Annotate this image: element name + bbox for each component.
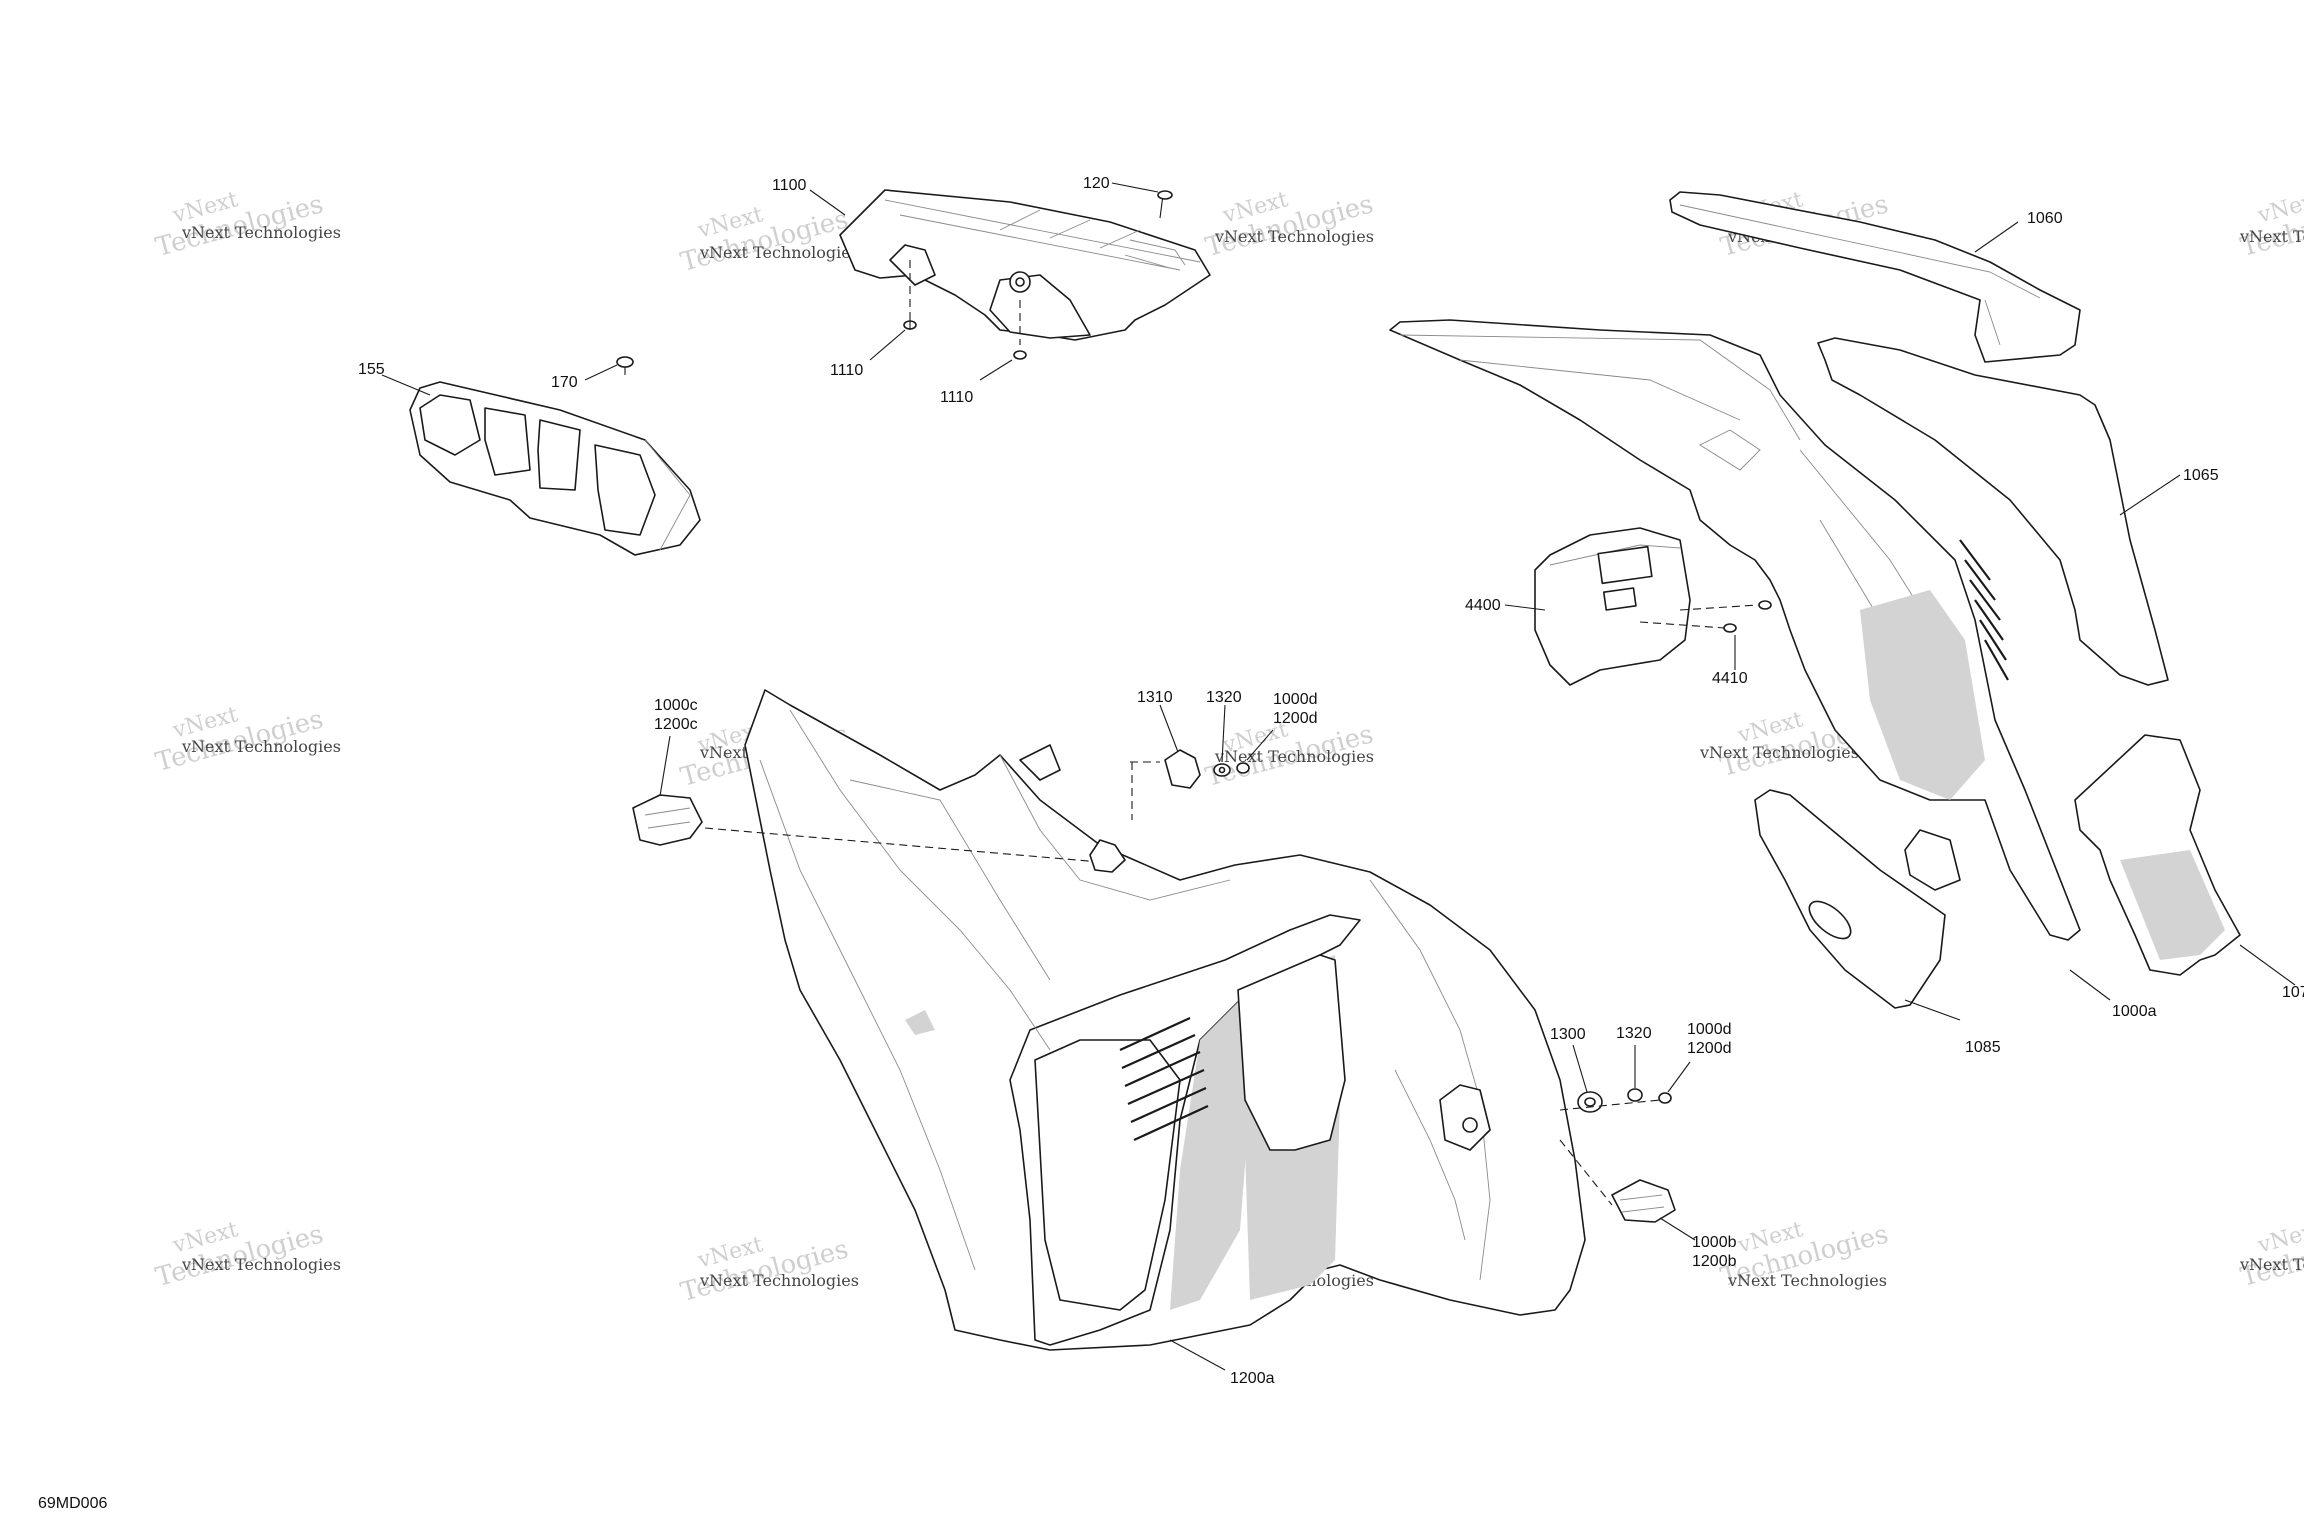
screw-4410-a <box>1723 623 1737 633</box>
callout-labels: 1100 120 1110 1110 155 170 1060 1065 440… <box>358 175 2304 1387</box>
watermark-text: vNext Technologies <box>1699 743 1859 762</box>
watermark: vNext Technologies <box>1202 187 1376 263</box>
callout-1000c: 1000c <box>654 697 698 714</box>
callout-1200b: 1200b <box>1692 1253 1737 1270</box>
watermark-text: vNext Technologies <box>181 737 341 756</box>
screw-4410-b <box>1758 600 1772 610</box>
part-1000d-screw-a <box>1236 762 1250 774</box>
callout-155: 155 <box>358 361 385 378</box>
callout-1310: 1310 <box>1137 689 1173 706</box>
callout-1065: 1065 <box>2183 467 2219 484</box>
watermark-text: vNext Technologies <box>2239 227 2304 246</box>
callout-1320: 1320 <box>1616 1025 1652 1042</box>
callout-1000b: 1000b <box>1692 1234 1737 1251</box>
screw-120 <box>1157 190 1173 219</box>
watermark: vNext Technologies <box>677 202 851 278</box>
svg-text:Technologies: Technologies <box>677 204 851 278</box>
screw-1110-a <box>903 260 917 330</box>
callout-107: 107 <box>2282 984 2304 1001</box>
callout-1000d: 1000d <box>1687 1021 1732 1038</box>
part-107-pad <box>2074 734 2241 976</box>
watermark: vNext Technologies <box>152 702 326 778</box>
part-1310-clip <box>1164 749 1201 789</box>
watermark-text: vNext Technologies <box>181 223 341 242</box>
callout-1000a: 1000a <box>2112 1003 2157 1020</box>
callout-1100: 1100 <box>772 177 807 194</box>
part-1065-side-panel <box>1817 337 2169 686</box>
part-1100-console-housing <box>839 189 1211 341</box>
part-1200a-main-body-panel <box>744 689 1586 1351</box>
callout-1200d: 1200d <box>1273 710 1318 727</box>
part-1300-grommet <box>1577 1091 1603 1113</box>
watermark: vNext Technologies <box>152 1217 326 1293</box>
callout-1200d: 1200d <box>1687 1040 1732 1057</box>
leader-lines <box>381 182 2296 1371</box>
vent-slats <box>1119 1016 1209 1141</box>
watermark-text: vNext Technologies <box>699 243 859 262</box>
watermark-text: vNext Technologies <box>181 1255 341 1274</box>
watermark-text: vNext Technologies <box>2239 1255 2304 1274</box>
part-1000d-screw-b <box>1658 1092 1672 1104</box>
watermark-text: vNext Technologies <box>1214 227 1374 246</box>
watermark-text: vNext Technologies <box>1727 1271 1887 1290</box>
callout-1110: 1110 <box>830 362 863 379</box>
callout-1000d: 1000d <box>1273 691 1318 708</box>
part-1000c-bracket <box>632 794 703 846</box>
callout-1300: 1300 <box>1550 1026 1586 1043</box>
watermark: vNext Technologies <box>677 1232 851 1308</box>
part-1085-pad <box>1754 789 1946 1009</box>
diagram-id: 69MD006 <box>38 1495 107 1512</box>
part-1000a-right-body-panel <box>1389 319 2081 941</box>
part-1060-top-trim <box>1669 191 2081 363</box>
part-155-vent-grille <box>409 381 701 556</box>
callout-1060: 1060 <box>2027 210 2063 227</box>
callout-1200c: 1200c <box>654 716 698 733</box>
watermark-text: vNext Technologies <box>1214 747 1374 766</box>
assembly-line <box>704 827 1101 863</box>
assembly-line <box>1559 1099 1661 1111</box>
callout-170: 170 <box>551 374 578 391</box>
assembly-line <box>1559 1139 1613 1206</box>
watermark-text: vNext Technologies <box>699 1271 859 1290</box>
callout-4410: 4410 <box>1712 670 1748 687</box>
part-4400-display-module <box>1534 527 1759 686</box>
watermark: vNext Technologies <box>2237 187 2304 263</box>
callout-4400: 4400 <box>1465 597 1501 614</box>
part-1000b-bracket <box>1611 1179 1676 1223</box>
screw-170 <box>616 356 634 375</box>
watermark: vNext Technologies <box>152 187 326 263</box>
watermark: vNext Technologies <box>2237 1217 2304 1293</box>
part-1320-washer-a <box>1213 763 1231 777</box>
screw-1110-b <box>1013 300 1027 360</box>
callout-120: 120 <box>1083 175 1110 192</box>
callout-1200a: 1200a <box>1230 1370 1275 1387</box>
latch-fitting <box>1089 839 1126 873</box>
part-1320-washer-b <box>1627 1088 1643 1102</box>
callout-1110: 1110 <box>940 389 973 406</box>
vent-slats <box>1959 539 2009 681</box>
callout-1320: 1320 <box>1206 689 1242 706</box>
callout-1085: 1085 <box>1965 1039 2001 1056</box>
